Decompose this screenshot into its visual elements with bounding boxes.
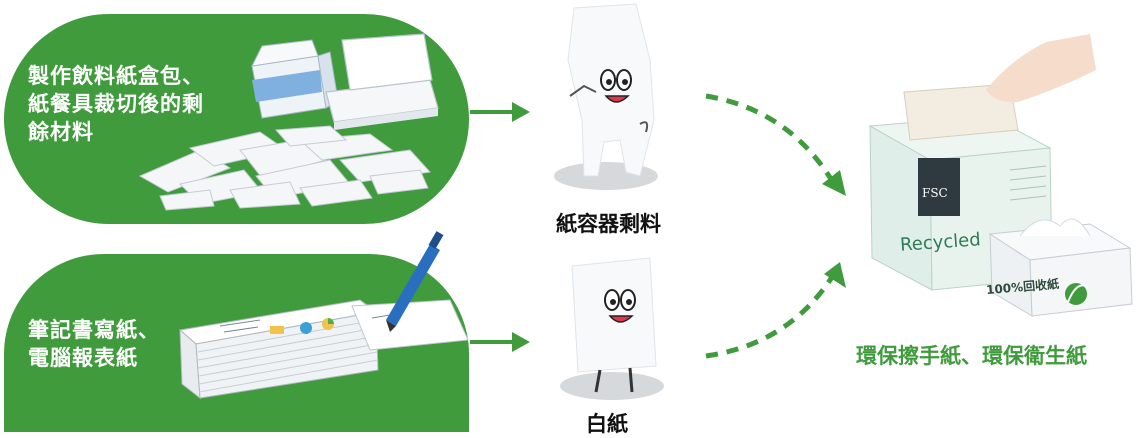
milk-carton-icon [251,39,339,119]
fsc-logo-text: FSC [922,186,948,200]
scrap-character-icon [567,3,655,177]
white-paper-label: 白紙 [586,412,628,436]
arrow-right-icon [512,332,530,352]
leaf-icon [1065,283,1087,305]
source-text-paper: 筆記書寫紙、 電腦報表紙 [28,318,160,370]
small-tissue-box-icon [988,218,1133,317]
dashed-arrow-icon [705,272,837,359]
paper-stack-icon [178,299,469,400]
dashed-arrow-icon [824,262,846,288]
fsc-logo-icon [918,158,960,216]
arrow-right-icon [512,102,530,122]
dashed-arrow-icon [705,93,837,186]
scrap-label: 紙容器剩料 [556,212,661,236]
dashed-arrow-icon [822,170,846,196]
paper-box-icon [325,33,439,130]
product-label: 環保擦手紙、環保衛生紙 [856,344,1087,368]
source-text-scrap: 製作飲料紙盒包、 紙餐具裁切後的剩 餘材料 [28,64,204,144]
shadow [560,372,664,400]
paper-scraps-icon [138,125,432,211]
pen-icon [386,231,444,332]
white-paper-character-icon [571,257,657,393]
